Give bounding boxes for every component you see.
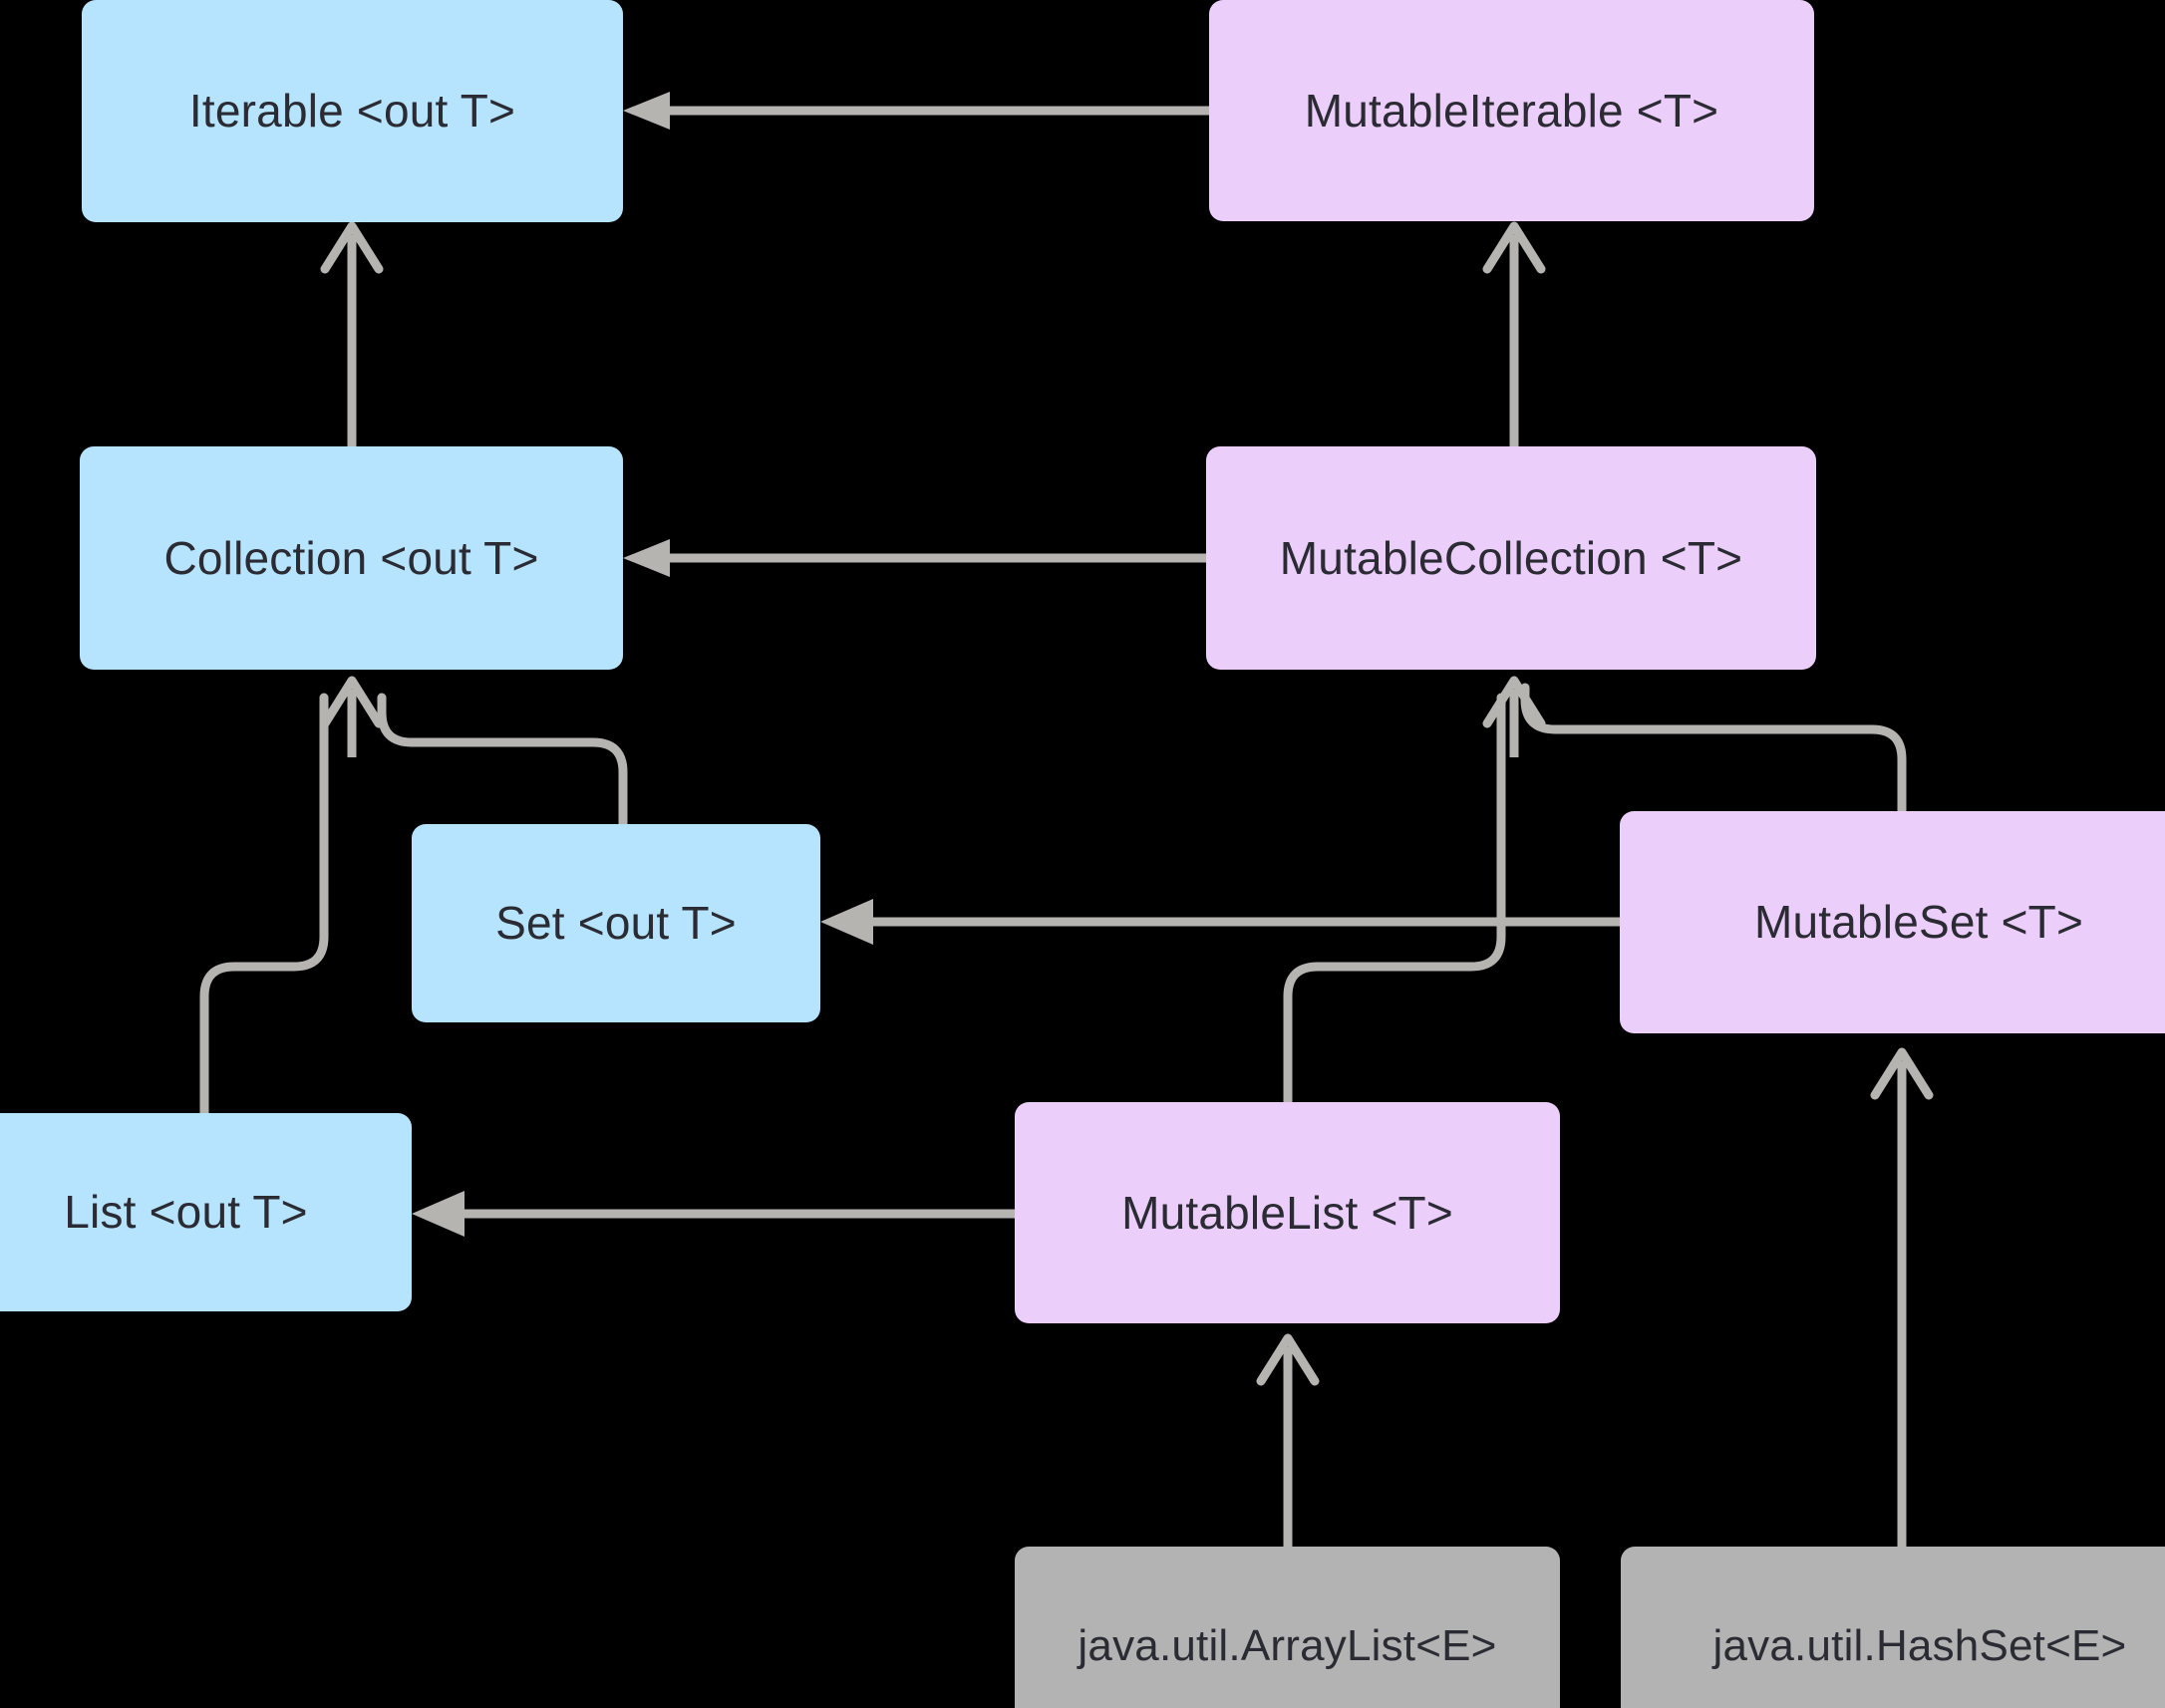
node-list[interactable]: List <out T>: [0, 1113, 412, 1311]
edge-collection-to-iterable: [320, 221, 384, 446]
node-set[interactable]: Set <out T>: [412, 824, 820, 1022]
edge-collection-shared-stem: [320, 676, 384, 757]
edge-mutable-list-to-mutable-collection: [1283, 693, 1506, 1107]
edge-mutable-list-to-list: [412, 1191, 1015, 1237]
node-java-hash-set[interactable]: java.util.HashSet<E>: [1621, 1547, 2165, 1708]
node-iterable[interactable]: Iterable <out T>: [82, 0, 623, 222]
node-mutable-collection[interactable]: MutableCollection <T>: [1206, 446, 1816, 670]
edge-mutable-iterable-to-iterable: [623, 92, 1209, 130]
edge-hash-set-to-mutable-set: [1870, 1047, 1934, 1547]
node-java-array-list[interactable]: java.util.ArrayList<E>: [1015, 1547, 1560, 1708]
edge-list-to-collection: [199, 693, 329, 1118]
node-mutable-list[interactable]: MutableList <T>: [1015, 1102, 1560, 1323]
node-mutable-iterable[interactable]: MutableIterable <T>: [1209, 0, 1814, 221]
node-mutable-set[interactable]: MutableSet <T>: [1620, 811, 2165, 1033]
edge-set-to-collection: [377, 693, 628, 829]
edge-mutable-set-to-mutable-collection: [1520, 683, 1907, 816]
edge-mutable-collection-to-collection: [623, 539, 1206, 577]
node-collection[interactable]: Collection <out T>: [80, 446, 623, 670]
edge-mutable-set-to-set: [820, 899, 1620, 945]
edge-mutable-collection-to-mutable-iterable: [1482, 221, 1546, 446]
edge-array-list-to-mutable-list: [1256, 1333, 1320, 1547]
edge-mutable-collection-shared-stem: [1482, 676, 1546, 757]
